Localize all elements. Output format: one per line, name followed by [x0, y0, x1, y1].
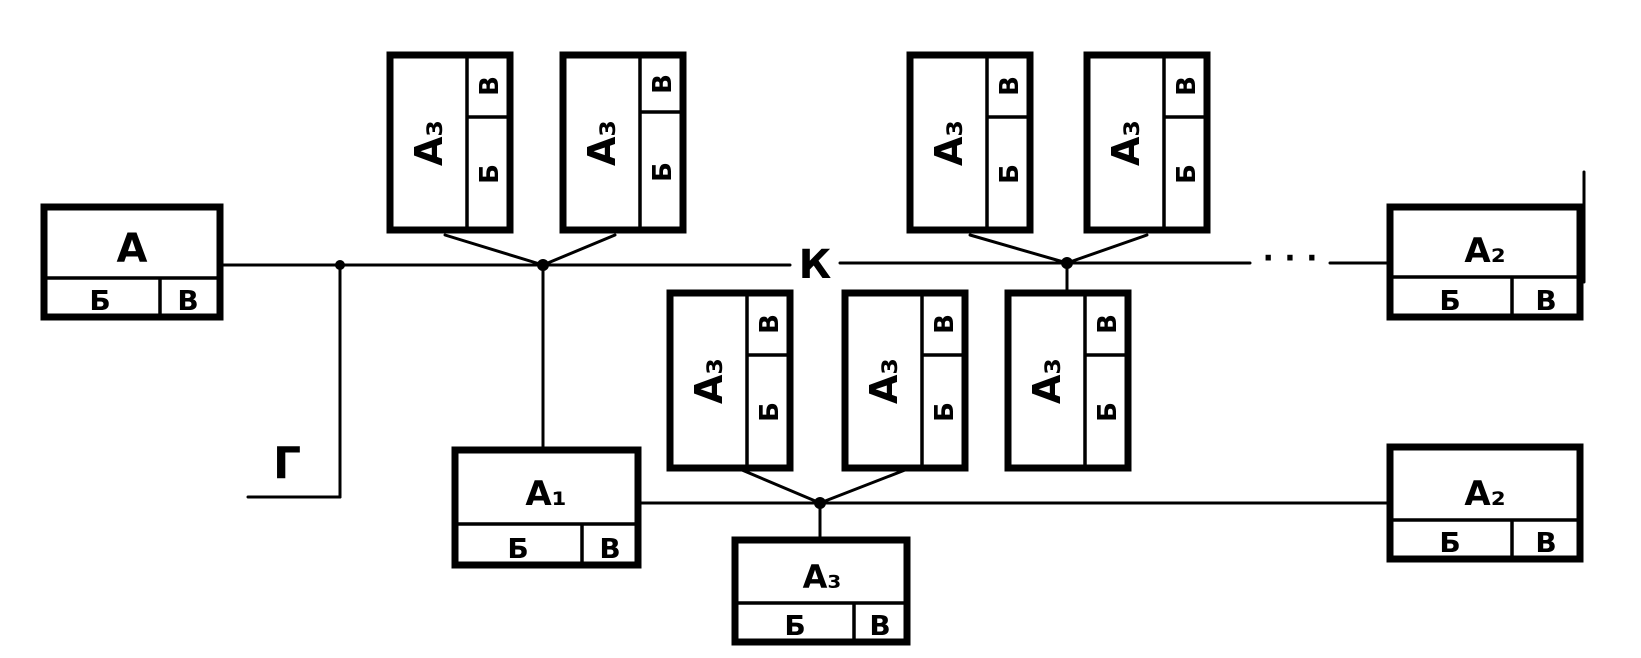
block-a3-top-4-title: А₃ [1104, 120, 1148, 166]
block-a-title: А [117, 226, 148, 272]
block-a1-frame [451, 446, 642, 569]
block-a1: А₁ Б В [451, 446, 642, 569]
block-a3-bottom-frame [731, 536, 911, 646]
link-mid2-bottom [818, 468, 907, 505]
block-a3-mid-3: А₃ В Б [1004, 289, 1132, 472]
block-a3-top-1-title: А₃ [407, 120, 451, 166]
block-a1-title: А₁ [525, 474, 566, 514]
block-a2-top-v: В [1535, 284, 1556, 317]
block-a3-mid-1-b: Б [755, 402, 785, 422]
link-top1-left [443, 233, 545, 267]
junction-right [1061, 257, 1073, 269]
block-a2-bottom-frame [1386, 443, 1584, 563]
block-a2-top-title: А₂ [1464, 231, 1505, 271]
link-top2-left [541, 233, 617, 267]
ground-label: Г [273, 438, 301, 489]
block-a1-b: Б [507, 532, 528, 565]
block-a3-top-2-b: Б [648, 162, 678, 182]
bus-label: К [799, 242, 832, 288]
block-a3-mid-2-b: Б [930, 402, 960, 422]
block-a3-top-3-title: А₃ [927, 120, 971, 166]
block-a3-top-1: А₃ В Б [386, 51, 514, 234]
junction-left [537, 259, 549, 271]
block-a3-top-4: А₃ В Б [1083, 51, 1211, 234]
block-a2-bottom: А₂ Б В [1386, 443, 1584, 563]
block-a3-mid-2-frame [841, 289, 969, 472]
block-a3-bottom: А₃ Б В [731, 536, 911, 646]
link-mid1-bottom [740, 468, 822, 505]
block-a3-mid-3-title: А₃ [1025, 358, 1069, 404]
block-a-v: В [177, 284, 198, 317]
block-a3-top-2-v: В [648, 74, 678, 94]
block-a3-top-2-frame [559, 51, 687, 234]
block-a3-mid-2-v: В [930, 314, 960, 334]
connection-lines [216, 170, 1586, 542]
block-a3-mid-1-title: А₃ [687, 358, 731, 404]
block-a3-top-2-title: А₃ [580, 120, 624, 166]
block-a2-top: А₂ Б В [1386, 203, 1584, 321]
block-a2-bottom-title: А₂ [1464, 474, 1505, 514]
block-a3-mid-1-v: В [755, 314, 785, 334]
block-a3-top-3: А₃ В Б [906, 51, 1034, 234]
block-a3-bottom-b: Б [784, 609, 805, 642]
block-a2-bottom-b: Б [1439, 526, 1460, 559]
block-a3-bottom-title: А₃ [803, 558, 842, 596]
block-a3-top-1-frame [386, 51, 514, 234]
block-a2-top-frame [1386, 203, 1584, 321]
block-a3-top-4-frame [1083, 51, 1211, 234]
block-a3-top-4-v: В [1172, 76, 1202, 96]
block-a3-mid-2-title: А₃ [862, 358, 906, 404]
junction-dots [335, 257, 1073, 509]
block-a3-mid-3-v: В [1093, 314, 1123, 334]
block-a3-top-3-v: В [995, 76, 1025, 96]
block-a3-mid-2: А₃ В Б [841, 289, 969, 472]
block-a3-top-4-b: Б [1172, 164, 1202, 184]
block-a1-v: В [599, 532, 620, 565]
block-a3-top-3-b: Б [995, 164, 1025, 184]
block-a3-top-1-b: Б [475, 164, 505, 184]
block-a3-mid-3-frame [1004, 289, 1132, 472]
block-a3-top-2: А₃ В Б [559, 51, 687, 234]
bus-ellipsis: · · · [1262, 241, 1317, 276]
junction-bottom [814, 497, 826, 509]
block-a3-top-3-frame [906, 51, 1034, 234]
block-a2-bottom-v: В [1535, 526, 1556, 559]
block-a2-top-b: Б [1439, 284, 1460, 317]
block-a3-bottom-v: В [869, 609, 890, 642]
junction-ground [335, 260, 345, 270]
link-top4-right [1065, 233, 1149, 265]
block-a3-mid-3-b: Б [1093, 402, 1123, 422]
block-a-frame [40, 203, 224, 321]
block-a-b: Б [89, 284, 110, 317]
block-a3-top-1-v: В [475, 76, 505, 96]
link-top3-right [968, 233, 1069, 265]
block-a3-mid-1-frame [666, 289, 794, 472]
block-a3-mid-1: А₃ В Б [666, 289, 794, 472]
block-a: А Б В [40, 203, 224, 321]
